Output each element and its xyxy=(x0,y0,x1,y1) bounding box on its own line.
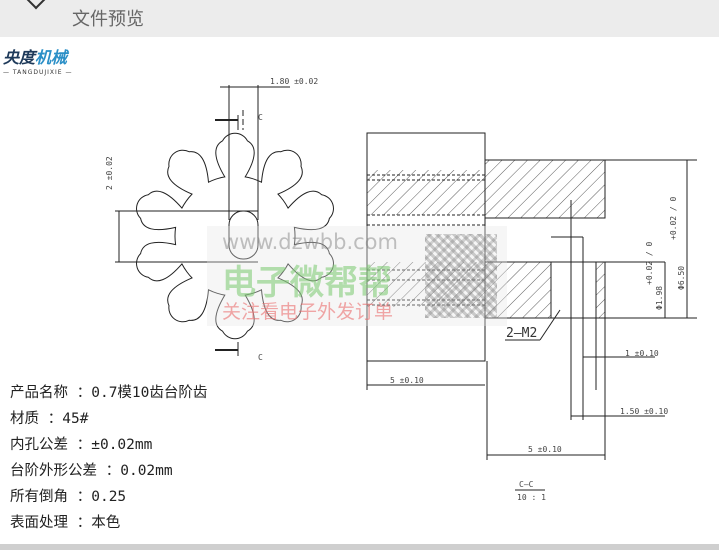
spec-material: 材质 ：45# xyxy=(10,411,89,427)
watermark-slogan: 关注看电子外发订单 xyxy=(222,301,394,323)
dim-gear-length: 5 ±0.10 xyxy=(390,376,424,385)
dim-bore-diameter: Φ1.98 xyxy=(655,286,664,310)
watermark-url: www.dzwbb.com xyxy=(222,230,398,254)
dim-tooth-width: 1.80 ±0.02 xyxy=(270,77,318,86)
spec-list: 产品名称 ：0.7模10齿台阶齿 材质 ：45# 内孔公差 ：±0.02mm 台… xyxy=(10,380,207,536)
bottom-bar xyxy=(0,544,719,550)
section-label-bottom: C xyxy=(258,353,263,362)
spec-surface: 表面处理 ：本色 xyxy=(10,515,121,531)
page-title: 文件预览 xyxy=(72,9,144,30)
dim-bore-tol: +0.02 / 0 xyxy=(645,241,654,285)
thread-label: 2—M2 xyxy=(506,326,537,341)
dim-step: 1.50 ±0.10 xyxy=(620,407,668,416)
spec-step-tolerance: 台阶外形公差 ：0.02mm xyxy=(10,463,173,479)
dim-hub-length: 5 ±0.10 xyxy=(528,445,562,454)
company-logo: 央度机械 — TANGDUJIXIE — xyxy=(3,44,72,76)
logo-subtitle: — TANGDUJIXIE — xyxy=(3,69,73,76)
back-arrow-icon[interactable] xyxy=(24,0,48,10)
spec-bore-tolerance: 内孔公差 ：±0.02mm xyxy=(10,437,153,453)
spec-chamfer: 所有倒角 ：0.25 xyxy=(10,489,127,505)
qr-code xyxy=(425,234,497,318)
header-bar: 文件预览 xyxy=(0,0,719,37)
logo-text-b: 机械 xyxy=(35,48,68,67)
technical-drawing: 1.80 ±0.02 2 ±0.02 C C 5 ±0.10 5 ±0.10 1… xyxy=(105,77,697,502)
logo-text-a: 央度 xyxy=(3,48,36,67)
gear-front-view xyxy=(136,132,334,340)
scale-label: 10 : 1 xyxy=(517,493,546,502)
section-label-top: C xyxy=(258,113,263,122)
dim-outer-tol: +0.02 / 0 xyxy=(669,196,678,240)
dim-outer-diameter: Φ6.50 xyxy=(677,266,686,290)
watermark-brand: 电子微帮帮 xyxy=(222,263,392,303)
gear-teeth-outline xyxy=(136,132,334,340)
dim-height: 2 ±0.02 xyxy=(105,156,114,190)
watermark-background xyxy=(207,226,507,326)
spec-product-name: 产品名称 ：0.7模10齿台阶齿 xyxy=(10,385,208,401)
view-label: C—C xyxy=(519,480,534,489)
dim-chamfer: 1 ±0.10 xyxy=(625,349,659,358)
